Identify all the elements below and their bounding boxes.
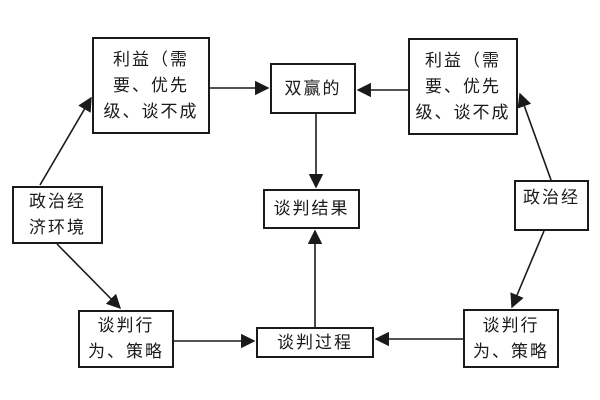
arrow-env-right-to-behavior-right xyxy=(510,230,545,309)
node-outcome: 谈判结果 xyxy=(263,189,360,229)
node-outcome-label: 谈判结果 xyxy=(273,199,350,219)
node-behavior-right-line2: 为、策略 xyxy=(473,341,549,362)
node-environment-left-line2: 济环境 xyxy=(29,218,86,238)
node-interests-right: 利益（需 要、优先 级、谈不成 xyxy=(408,38,518,135)
node-environment-left: 政治经 济环境 xyxy=(12,186,103,244)
node-environment-right-label: 政治经 xyxy=(523,188,580,208)
node-interests-right-line1: 利益（需 xyxy=(425,50,501,71)
node-win-win: 双赢的 xyxy=(270,63,356,114)
node-behavior-left: 谈判行 为、策略 xyxy=(78,310,174,368)
node-behavior-right: 谈判行 为、策略 xyxy=(463,309,559,368)
node-interests-left-line2: 要、优先 xyxy=(113,75,189,96)
node-win-win-label: 双赢的 xyxy=(284,78,342,99)
node-interests-left: 利益（需 要、优先 级、谈不成 xyxy=(92,37,210,134)
node-process-label: 谈判过程 xyxy=(277,332,353,353)
node-interests-right-line2: 要、优先 xyxy=(425,76,501,97)
arrow-env-right-to-interests-right xyxy=(517,92,552,181)
node-behavior-left-line1: 谈判行 xyxy=(97,316,155,336)
node-environment-left-line1: 政治经 xyxy=(29,192,86,212)
arrow-env-left-to-interests-left xyxy=(39,96,92,186)
node-environment-right: 政治经 xyxy=(514,180,589,231)
arrow-env-left-to-behavior-left xyxy=(56,243,122,310)
node-behavior-left-line2: 为、策略 xyxy=(88,342,164,362)
node-interests-left-line1: 利益（需 xyxy=(113,49,189,70)
node-interests-right-line3: 级、谈不成 xyxy=(415,102,511,123)
node-interests-left-line3: 级、谈不成 xyxy=(103,101,199,122)
node-behavior-right-line1: 谈判行 xyxy=(482,315,540,336)
node-process: 谈判过程 xyxy=(256,327,374,358)
